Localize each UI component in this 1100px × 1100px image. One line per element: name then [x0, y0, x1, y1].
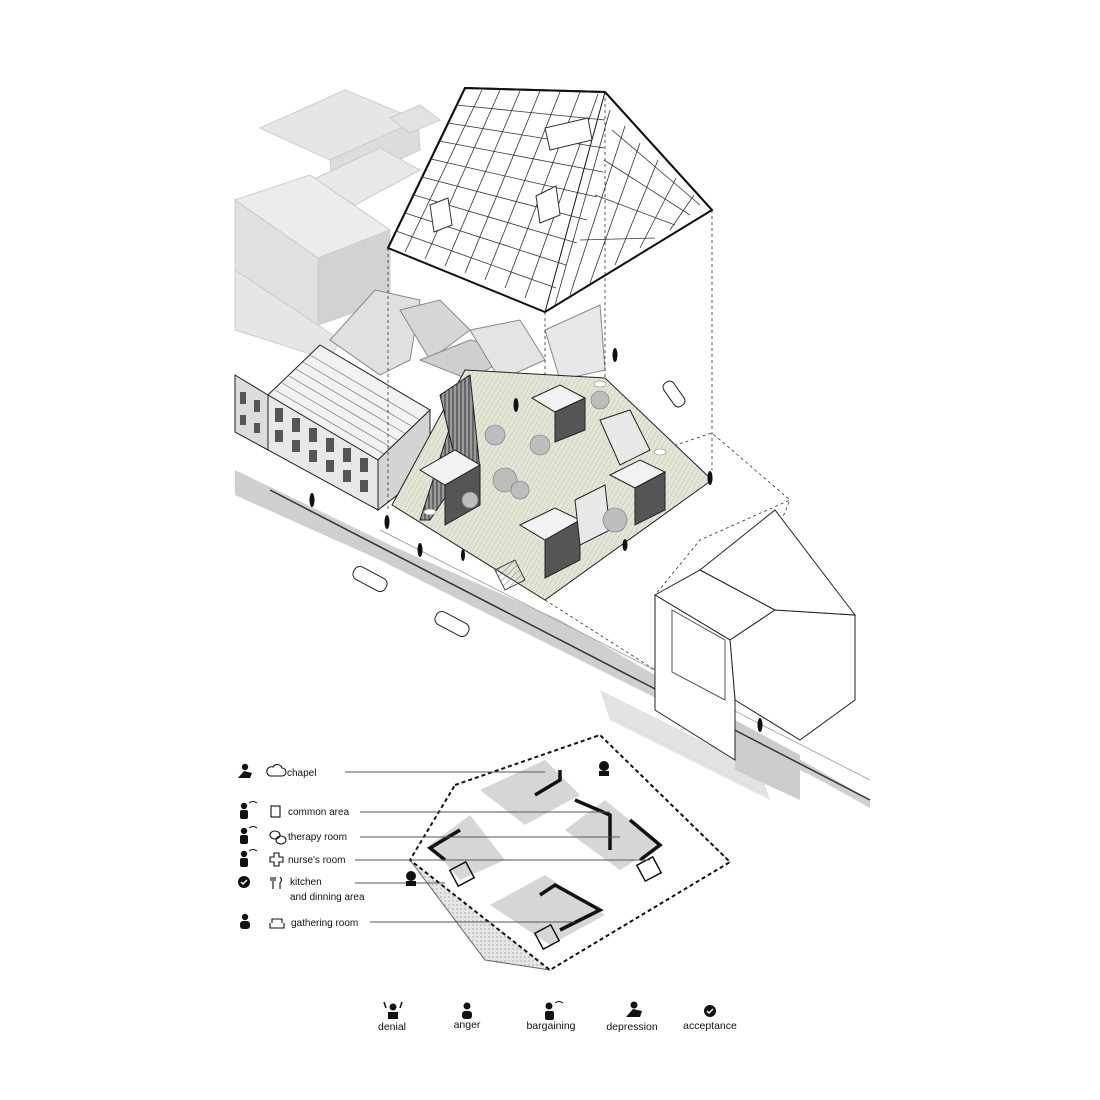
- gabled-building-right: [654, 509, 857, 761]
- legend-item-kitchen: kitchen and dinning area: [238, 876, 365, 903]
- anger-icon: [240, 913, 250, 929]
- terrace-building: [234, 344, 431, 512]
- book-icon: [270, 805, 281, 818]
- stage-label-bargaining: bargaining: [526, 1020, 575, 1032]
- floor-plan: [345, 733, 732, 972]
- stage-denial: denial: [378, 1001, 406, 1033]
- legend-item-therapy-room: therapy room: [240, 826, 347, 845]
- stages-legend: denial anger bargaining depression: [378, 1001, 737, 1033]
- acceptance-icon: [704, 1005, 716, 1017]
- legend-item-chapel: chapel: [238, 763, 316, 779]
- figures: [309, 348, 763, 732]
- stage-label-anger: anger: [454, 1019, 481, 1031]
- legend: chapel common area therapy room: [238, 763, 365, 929]
- legend-label-therapy-room: therapy room: [288, 832, 347, 843]
- speech-bubbles-icon: [269, 830, 287, 845]
- grey-neighbour: [329, 289, 606, 381]
- cars: [352, 380, 686, 638]
- legend-label-gathering-room: gathering room: [291, 918, 358, 929]
- cloud-icon: [266, 764, 287, 777]
- stage-acceptance: acceptance: [683, 1005, 737, 1032]
- legend-label-nurses-room: nurse's room: [288, 855, 346, 866]
- cross-icon: [269, 852, 284, 867]
- stage-bargaining: bargaining: [526, 1001, 576, 1032]
- legend-label-kitchen: kitchen: [290, 877, 322, 888]
- fork-knife-icon: [270, 876, 283, 889]
- stage-label-denial: denial: [378, 1021, 406, 1033]
- legend-item-nurses-room: nurse's room: [240, 849, 346, 867]
- legend-item-common-area: common area: [240, 801, 350, 819]
- neighbouring-buildings-back: [233, 89, 441, 361]
- depression-icon: [238, 763, 252, 778]
- bargaining-icon: [545, 1001, 564, 1020]
- sofa-icon: [269, 918, 285, 929]
- stage-label-depression: depression: [606, 1021, 658, 1033]
- exploded-roof: [386, 86, 714, 314]
- legend-label-chapel: chapel: [287, 768, 316, 779]
- legend-item-gathering-room: gathering room: [240, 913, 358, 929]
- bargaining-icon: [240, 801, 258, 819]
- legend-label-dining: and dinning area: [290, 892, 365, 903]
- stage-label-acceptance: acceptance: [683, 1020, 737, 1032]
- stage-depression: depression: [606, 1001, 658, 1033]
- anger-icon: [462, 1002, 472, 1019]
- courtyard-site: [391, 369, 713, 601]
- depression-icon: [626, 1001, 642, 1017]
- bargaining-icon: [240, 826, 258, 844]
- stage-anger: anger: [454, 1002, 481, 1031]
- legend-label-common-area: common area: [288, 807, 350, 818]
- denial-icon: [383, 1001, 403, 1019]
- bargaining-icon: [240, 849, 258, 867]
- acceptance-icon: [238, 876, 250, 888]
